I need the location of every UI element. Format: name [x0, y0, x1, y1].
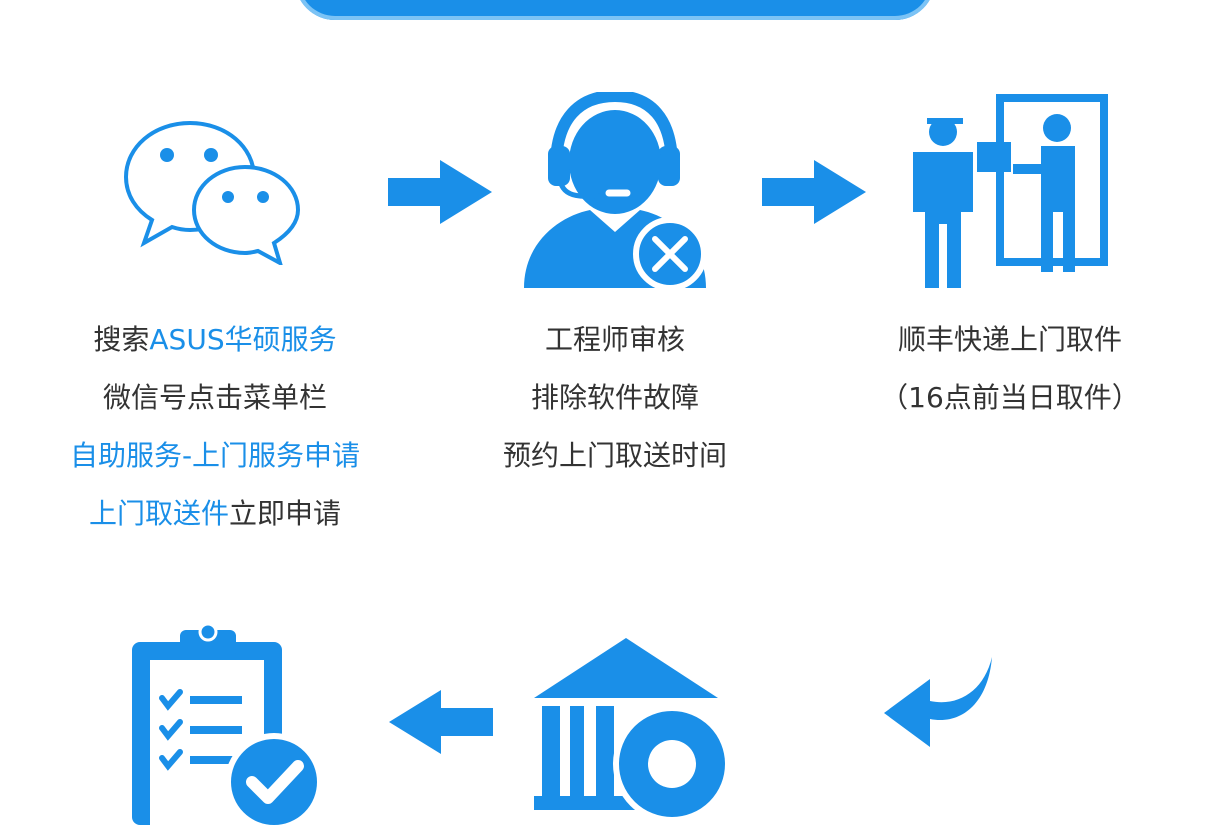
step3-line2: （16点前当日取件） — [880, 381, 1140, 414]
wechat-icon — [123, 120, 301, 265]
step1-line1: 搜索ASUS华硕服务 — [93, 323, 337, 356]
step2-line1: 工程师审核 — [544, 323, 685, 356]
step1-line2: 微信号点击菜单栏 — [102, 381, 327, 414]
curved-arrow-icon — [884, 657, 992, 747]
step1-line3: 自助服务-上门服务申请 — [69, 439, 361, 472]
service-center-gear-icon — [534, 638, 731, 823]
step3-line1: 顺丰快递上门取件 — [897, 323, 1122, 356]
arrow-right-icon — [762, 160, 866, 224]
arrow-right-icon — [388, 160, 492, 224]
customer-service-engineer-icon — [524, 92, 707, 291]
courier-pickup-icon — [913, 94, 1108, 288]
step1-description: 搜索ASUS华硕服务 微信号点击菜单栏 自助服务-上门服务申请 上门取送件立即申… — [40, 311, 390, 543]
step3-description: 顺丰快递上门取件 （16点前当日取件） — [860, 311, 1160, 427]
arrow-left-icon — [389, 690, 493, 754]
clipboard-checklist-icon — [132, 622, 323, 825]
top-banner — [295, 0, 935, 20]
step2-line3: 预约上门取送时间 — [502, 439, 727, 472]
step2-description: 工程师审核 排除软件故障 预约上门取送时间 — [460, 311, 770, 485]
step1-line4: 上门取送件立即申请 — [88, 497, 342, 530]
step2-line2: 排除软件故障 — [530, 381, 699, 414]
